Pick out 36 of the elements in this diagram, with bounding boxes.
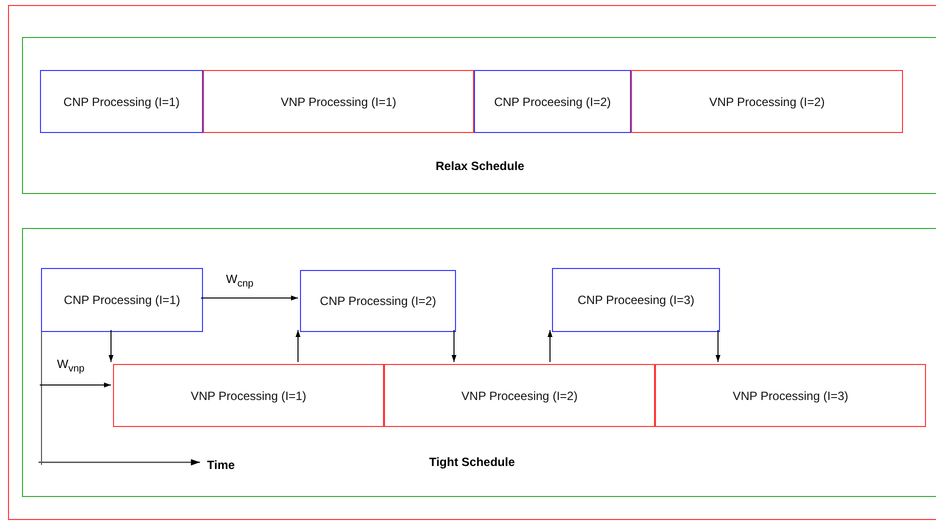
schedule-panel xyxy=(22,37,936,194)
arrow xyxy=(39,382,112,388)
process-box xyxy=(474,70,631,133)
arrow xyxy=(452,330,456,362)
process-box xyxy=(113,364,384,427)
outer-frame xyxy=(8,5,936,520)
process-box xyxy=(300,270,456,332)
process-label: VNP Processing (I=1) xyxy=(280,94,396,108)
arrow xyxy=(548,330,552,362)
process-label: VNP Proceesing (I=2) xyxy=(461,388,578,402)
arrow xyxy=(296,330,300,362)
process-box xyxy=(552,268,720,332)
edge-label: W$_{cnp}$ xyxy=(226,272,254,290)
process-box xyxy=(631,70,903,133)
process-label: CNP Processing (I=2) xyxy=(320,294,436,308)
process-label: VNP Processing (I=2) xyxy=(709,94,825,108)
process-box xyxy=(384,364,655,427)
process-box xyxy=(203,70,474,133)
process-box xyxy=(41,268,203,332)
arrow xyxy=(108,330,114,362)
axis-label: Time xyxy=(207,458,235,472)
schedule-panel xyxy=(22,228,936,497)
process-label: VNP Processing (I=1) xyxy=(190,388,306,402)
arrow xyxy=(200,296,298,300)
process-label: VNP Processing (I=3) xyxy=(732,388,848,402)
process-label: CNP Proceesing (I=2) xyxy=(494,94,611,108)
process-label: CNP Processing (I=1) xyxy=(64,293,180,307)
schedule-title: Relax Schedule xyxy=(436,159,524,173)
arrow xyxy=(716,330,720,362)
process-box xyxy=(655,364,926,427)
edge-label: W$_{vnp}$ xyxy=(57,357,84,374)
process-label: CNP Processing (I=1) xyxy=(63,94,180,108)
schedule-title: Tight Schedule xyxy=(429,455,515,469)
process-box xyxy=(40,70,203,133)
process-label: CNP Proceesing (I=3) xyxy=(578,293,694,307)
axis-line xyxy=(40,332,42,465)
